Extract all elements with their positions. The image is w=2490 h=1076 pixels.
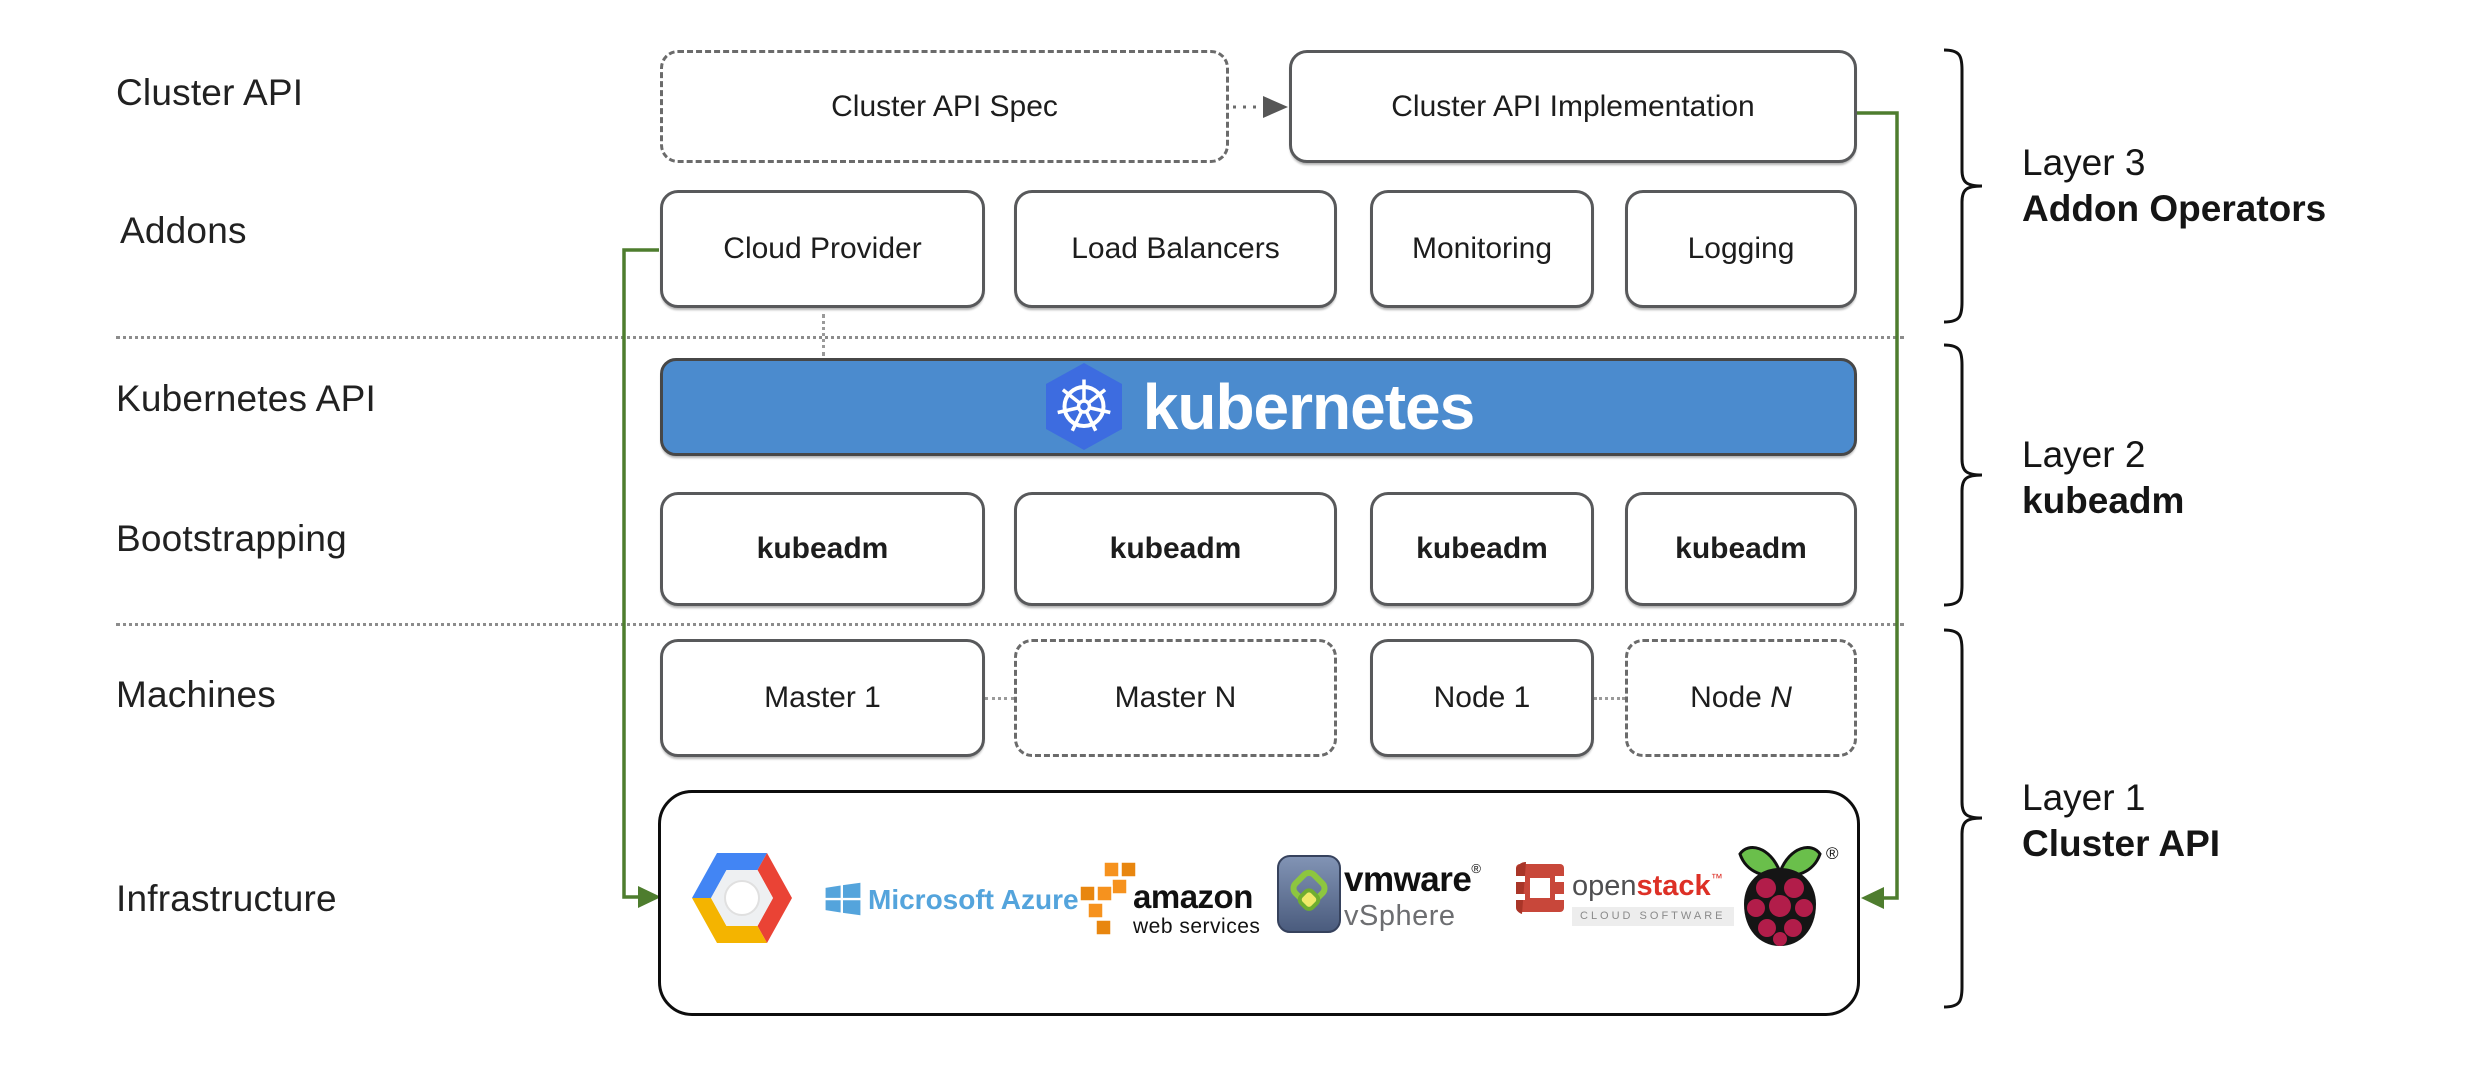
vmware-vsphere-logo-icon bbox=[1277, 855, 1341, 933]
brace-layer-2 bbox=[1943, 343, 1983, 607]
web-services-label: web services bbox=[1133, 915, 1261, 938]
openstack-open: open bbox=[1572, 870, 1637, 902]
google-cloud-logo-icon bbox=[692, 853, 792, 943]
dotted-separator-top bbox=[116, 336, 1904, 339]
node-dotted-connector bbox=[1594, 697, 1625, 700]
kubeadm-box-1: kubeadm bbox=[660, 492, 985, 606]
kubeadm-box-4: kubeadm bbox=[1625, 492, 1857, 606]
cloud-provider-dotted-connector bbox=[822, 314, 825, 356]
kubeadm-label: kubeadm bbox=[1675, 532, 1807, 565]
microsoft-azure-label: Microsoft Azure bbox=[868, 884, 1079, 915]
raspberry-pi-logo-icon bbox=[1738, 846, 1822, 946]
row-label-machines: Machines bbox=[116, 674, 276, 715]
machine-box-node-n: Node N bbox=[1625, 639, 1857, 757]
vmware-registered-mark: ® bbox=[1471, 861, 1481, 876]
cluster-api-implementation-label: Cluster API Implementation bbox=[1391, 89, 1755, 123]
kubeadm-box-2: kubeadm bbox=[1014, 492, 1337, 606]
row-label-bootstrapping: Bootstrapping bbox=[116, 518, 347, 559]
kubernetes-wordmark: kubernetes bbox=[1142, 371, 1475, 443]
addon-box-load-balancers: Load Balancers bbox=[1014, 190, 1337, 308]
logging-label: Logging bbox=[1687, 232, 1795, 265]
cloud-provider-label: Cloud Provider bbox=[723, 232, 922, 265]
spec-to-implementation-arrowhead-icon bbox=[1263, 96, 1288, 118]
aws-logo-icon bbox=[1079, 861, 1137, 936]
openstack-stack: stack bbox=[1636, 870, 1711, 902]
machine-box-master-n: Master N bbox=[1014, 639, 1337, 757]
raspberry-pi-registered-mark: ® bbox=[1826, 844, 1839, 863]
kubeadm-label: kubeadm bbox=[1416, 532, 1548, 565]
layer-2-name: kubeadm bbox=[2022, 480, 2185, 521]
machine-box-node-1: Node 1 bbox=[1370, 639, 1594, 757]
kubeadm-label: kubeadm bbox=[756, 532, 889, 565]
layer-1-label: Layer 1 Cluster API bbox=[2022, 775, 2220, 867]
layer-2-label: Layer 2 kubeadm bbox=[2022, 432, 2184, 524]
master-n-label: Master N bbox=[1114, 681, 1237, 714]
row-label-cluster-api: Cluster API bbox=[116, 72, 304, 113]
layer-3-name: Addon Operators bbox=[2022, 188, 2327, 229]
green-arrowhead-right-icon bbox=[1861, 887, 1884, 909]
openstack-label: openstack™ CLOUD SOFTWARE bbox=[1572, 872, 1734, 926]
microsoft-azure-logo-icon bbox=[825, 882, 861, 916]
row-label-addons: Addons bbox=[120, 210, 247, 251]
vmware-label: vmware® vSphere bbox=[1344, 862, 1481, 931]
cluster-api-implementation-box: Cluster API Implementation bbox=[1289, 50, 1857, 163]
kubeadm-label: kubeadm bbox=[1109, 532, 1242, 565]
monitoring-label: Monitoring bbox=[1411, 232, 1553, 265]
node-n-label: Node N bbox=[1690, 681, 1792, 714]
addon-box-logging: Logging bbox=[1625, 190, 1857, 308]
kubernetes-banner: kubernetes bbox=[660, 358, 1857, 456]
kubernetes-logo-icon bbox=[1045, 363, 1122, 450]
openstack-logo-icon bbox=[1514, 862, 1566, 914]
vsphere-label: vSphere bbox=[1344, 900, 1456, 932]
brace-layer-1 bbox=[1943, 628, 1983, 1009]
cluster-api-spec-label: Cluster API Spec bbox=[831, 89, 1058, 123]
kubeadm-box-3: kubeadm bbox=[1370, 492, 1594, 606]
node-1-label: Node 1 bbox=[1433, 681, 1531, 714]
cluster-api-spec-box: Cluster API Spec bbox=[660, 50, 1229, 163]
layer-3-title: Layer 3 bbox=[2022, 142, 2146, 183]
row-label-kubernetes-api: Kubernetes API bbox=[116, 378, 376, 419]
row-label-infrastructure: Infrastructure bbox=[116, 878, 337, 919]
layer-1-title: Layer 1 bbox=[2022, 777, 2146, 818]
layer-3-label: Layer 3 Addon Operators bbox=[2022, 140, 2326, 232]
addon-box-monitoring: Monitoring bbox=[1370, 190, 1594, 308]
layer-1-name: Cluster API bbox=[2022, 823, 2221, 864]
aws-label: amazon web services bbox=[1133, 880, 1260, 937]
addon-box-cloud-provider: Cloud Provider bbox=[660, 190, 985, 308]
amazon-wordmark: amazon bbox=[1133, 878, 1253, 915]
dotted-separator-bottom bbox=[116, 623, 1904, 626]
green-connector-left bbox=[622, 248, 659, 899]
machine-box-master-1: Master 1 bbox=[660, 639, 985, 757]
cloud-software-label: CLOUD SOFTWARE bbox=[1572, 907, 1734, 926]
brace-layer-3 bbox=[1943, 48, 1983, 324]
infrastructure-box bbox=[658, 790, 1860, 1016]
master-1-label: Master 1 bbox=[764, 681, 881, 714]
load-balancers-label: Load Balancers bbox=[1071, 232, 1280, 265]
openstack-trademark: ™ bbox=[1710, 871, 1723, 885]
layer-2-title: Layer 2 bbox=[2022, 434, 2146, 475]
vmware-wordmark: vmware bbox=[1344, 860, 1472, 899]
green-connector-right bbox=[1857, 111, 1899, 900]
master-dotted-connector bbox=[985, 697, 1014, 700]
